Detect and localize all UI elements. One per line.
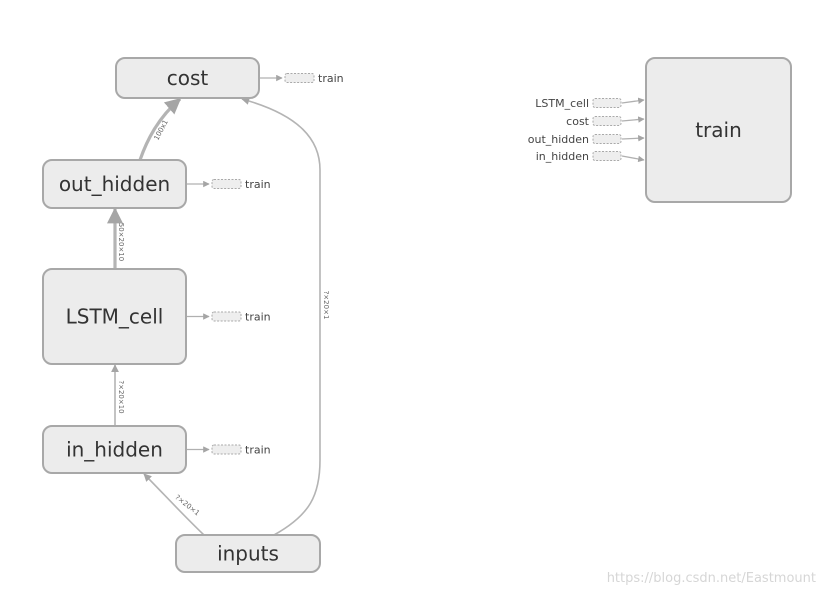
node-box <box>115 57 260 99</box>
aux-stub-box <box>592 98 622 108</box>
aux-output-in-hidden[interactable]: train <box>187 444 271 457</box>
aux-output-lstm-cell[interactable]: train <box>187 311 271 324</box>
aux-layer: traintraintraintrainLSTM_cellcostout_hid… <box>187 72 645 457</box>
node-box <box>42 268 187 365</box>
edge-out-hidden-to-cost <box>138 97 182 161</box>
watermark: https://blog.csdn.net/Eastmount <box>606 571 816 586</box>
node-label: LSTM_cell <box>66 305 164 329</box>
aux-output-out-hidden[interactable]: train <box>187 178 271 191</box>
edge-shape-label: ?×20×10 <box>117 380 125 413</box>
edge-shape-label: 50×20×10 <box>117 223 125 261</box>
aux-stub-box <box>211 179 242 189</box>
aux-output-cost[interactable]: train <box>260 72 344 85</box>
aux-input-in-hidden[interactable]: in_hidden <box>536 150 645 163</box>
node-box <box>42 425 187 474</box>
aux-stub-box <box>284 73 315 83</box>
node-train[interactable]: train <box>645 57 792 203</box>
aux-input-out-hidden[interactable]: out_hidden <box>528 133 645 146</box>
aux-arrow <box>621 97 645 105</box>
aux-arrow <box>621 116 645 123</box>
aux-output-label: train <box>245 311 271 324</box>
edge-shape-label: ?×20×1 <box>322 291 330 320</box>
node-label: cost <box>167 66 209 90</box>
node-box <box>175 534 321 573</box>
node-box <box>42 159 187 209</box>
aux-output-label: train <box>318 72 344 85</box>
node-lstm-cell[interactable]: LSTM_cell <box>42 268 187 365</box>
aux-stub-box <box>592 134 622 144</box>
aux-arrow <box>621 135 645 142</box>
node-label: out_hidden <box>59 172 170 196</box>
aux-input-cost[interactable]: cost <box>566 115 645 128</box>
node-cost[interactable]: cost <box>115 57 260 99</box>
aux-input-label: cost <box>566 115 590 128</box>
aux-arrow <box>621 155 645 163</box>
edge-inputs-to-in-hidden <box>143 473 206 537</box>
aux-output-label: train <box>245 444 271 457</box>
aux-stub-box <box>211 311 242 322</box>
node-box <box>645 57 792 203</box>
node-in-hidden[interactable]: in_hidden <box>42 425 187 474</box>
aux-input-label: LSTM_cell <box>535 97 589 110</box>
nodes-layer: costout_hiddenLSTM_cellin_hiddeninputstr… <box>42 57 792 573</box>
edge-shape-label: ?×20×1 <box>173 493 201 517</box>
aux-input-lstm-cell[interactable]: LSTM_cell <box>535 97 645 110</box>
aux-output-label: train <box>245 178 271 191</box>
node-label: inputs <box>217 542 279 566</box>
node-label: train <box>695 118 742 142</box>
aux-stub-box <box>592 116 622 126</box>
node-out-hidden[interactable]: out_hidden <box>42 159 187 209</box>
aux-input-label: in_hidden <box>536 150 589 163</box>
aux-stub-box <box>211 444 242 455</box>
edge-inputs-to-cost <box>241 97 321 536</box>
node-inputs[interactable]: inputs <box>175 534 321 573</box>
aux-input-label: out_hidden <box>528 133 589 146</box>
aux-stub-box <box>592 151 622 161</box>
node-label: in_hidden <box>66 438 163 462</box>
